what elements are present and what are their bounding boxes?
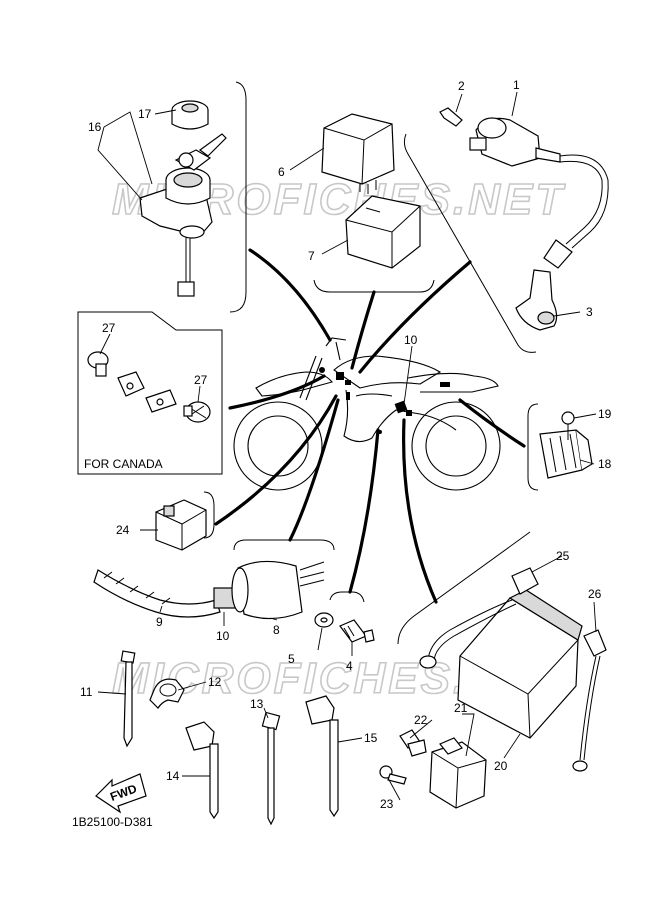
canada-plug-left: [87, 351, 109, 377]
callout-27-left: 27: [102, 321, 116, 335]
bracket-battery: [397, 531, 531, 645]
callouts: 1 2 3 4 5 6 7 8 9 10 10 11 12 13 14 15 1…: [80, 78, 612, 811]
callout-25: 25: [556, 549, 570, 563]
canada-label: FOR CANADA: [84, 457, 163, 471]
fwd-arrow: FWD: [95, 773, 147, 814]
callout-19: 19: [598, 407, 612, 421]
diagram-code: 1B25100-D381: [72, 815, 153, 829]
relay: [321, 113, 395, 194]
battery-cable-plus: [419, 567, 539, 669]
clamp-15: [305, 695, 339, 818]
rectifier-bolt: [561, 411, 575, 440]
callout-23: 23: [380, 797, 394, 811]
bracket-switch: [329, 591, 365, 603]
bracket-ignition-switch: [229, 81, 247, 313]
link-harness: [288, 398, 340, 542]
bracket-harness: [233, 539, 335, 551]
bracket-relay: [313, 279, 435, 293]
relay-mark: [336, 372, 344, 380]
link-ignition-switch: [248, 248, 332, 342]
callout-10-bike: 10: [404, 333, 418, 347]
callout-1: 1: [513, 78, 520, 92]
callout-9: 9: [156, 615, 163, 629]
relay-fuse: [399, 729, 427, 757]
callout-21: 21: [454, 701, 468, 715]
callout-22: 22: [414, 713, 428, 727]
callout-12: 12: [208, 675, 222, 689]
bracket-ignition-coil: [403, 133, 537, 353]
band-13: [261, 711, 281, 826]
callout-26: 26: [588, 587, 602, 601]
link-relay: [350, 290, 376, 370]
canada-plug-right: [183, 401, 211, 423]
callout-10-harness: 10: [216, 629, 230, 643]
coil-bolt: [439, 107, 463, 127]
callout-4: 4: [346, 659, 353, 673]
coupler: [155, 499, 207, 551]
battery: [457, 589, 583, 739]
link-canada: [228, 374, 326, 410]
bracket-coupler: [203, 491, 215, 539]
callout-13: 13: [250, 697, 264, 711]
main-switch-assembly: [139, 133, 227, 297]
battery-cable-minus: [572, 629, 607, 772]
link-battery: [402, 418, 438, 604]
wire-harness: [93, 560, 325, 620]
leader-lines: [97, 91, 597, 801]
clamp-12: [149, 678, 185, 709]
ignition-coil: [469, 117, 609, 269]
callout-15: 15: [364, 731, 378, 745]
canada-lock-key: [117, 371, 177, 413]
spark-plug-cap: [515, 269, 558, 331]
washer: [314, 612, 334, 628]
callout-17: 17: [138, 107, 152, 121]
starter-relay: [429, 737, 487, 809]
canada-box: [77, 311, 223, 475]
callout-5: 5: [288, 652, 295, 666]
clamp-14: [185, 721, 219, 820]
rectifier-regulator: [539, 429, 593, 479]
callout-24: 24: [116, 523, 130, 537]
callout-18: 18: [598, 457, 612, 471]
relay-cover: [345, 195, 421, 269]
callout-11: 11: [80, 685, 93, 699]
motorcycle-outline: [233, 337, 501, 491]
callout-6: 6: [278, 165, 285, 179]
callout-3: 3: [586, 305, 593, 319]
link-ignition-coil: [358, 260, 472, 374]
bracket-rectifier: [527, 403, 539, 491]
link-switch: [348, 428, 380, 594]
callout-2: 2: [458, 79, 465, 93]
neutral-switch: [339, 619, 375, 643]
relay-screw: [379, 765, 407, 785]
key-cap: [171, 100, 209, 130]
callout-8: 8: [273, 623, 280, 637]
link-coupler: [214, 394, 338, 526]
callout-27-right: 27: [194, 373, 208, 387]
callout-16: 16: [88, 120, 102, 134]
callout-7: 7: [308, 249, 315, 263]
callout-14: 14: [166, 769, 180, 783]
callout-20: 20: [494, 759, 508, 773]
link-rectifier: [458, 398, 526, 448]
cable-tie-11: [120, 650, 136, 748]
